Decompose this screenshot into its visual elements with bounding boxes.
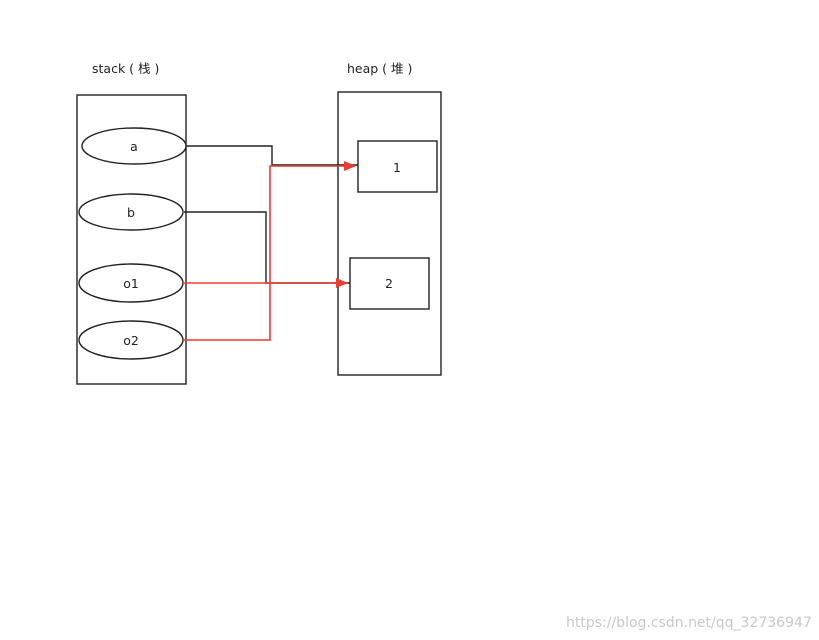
heap-object-2 [349, 257, 430, 310]
reference-a-to-1 [186, 145, 358, 166]
heap-object-1 [357, 140, 438, 193]
heap-object-1-label: 1 [393, 160, 401, 175]
stack-var-o1-label: o1 [123, 276, 139, 291]
heap-object-2-label: 2 [385, 276, 393, 291]
stack-var-a-label: a [130, 139, 138, 154]
stack-var-o2 [78, 320, 184, 360]
heap-box [337, 91, 442, 376]
stack-var-b-label: b [127, 205, 135, 220]
stack-var-a [81, 127, 187, 165]
heap-title: heap ( 堆 ) [347, 61, 412, 76]
reference-o2-to-1 [184, 161, 356, 341]
reference-b-to-2 [184, 211, 350, 284]
stack-var-o1 [78, 263, 184, 303]
stack-title: stack ( 栈 ) [92, 61, 159, 76]
stack-var-o2-label: o2 [123, 333, 139, 348]
stack-var-b [78, 193, 184, 231]
watermark: https://blog.csdn.net/qq_32736947 [566, 615, 812, 631]
